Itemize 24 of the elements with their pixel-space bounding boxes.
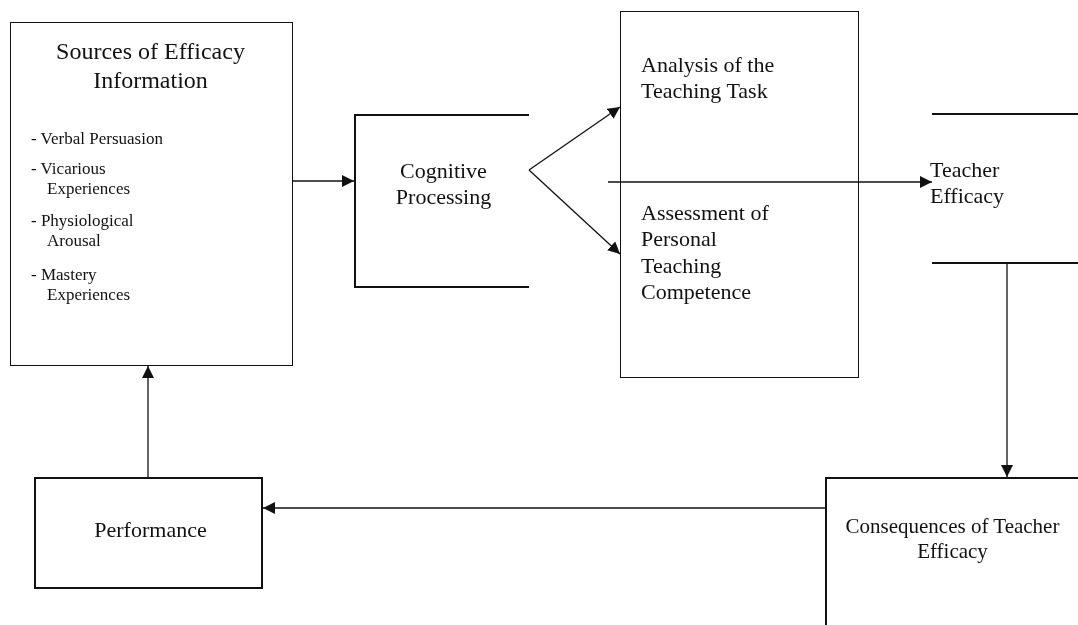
arrow: [142, 365, 154, 478]
node-label: Consequences of Teacher Efficacy: [845, 514, 1060, 565]
process-box: [354, 114, 529, 288]
process-box: [34, 477, 263, 589]
list-item: - Mastery Experiences: [31, 265, 132, 306]
arrow: [528, 169, 621, 255]
node-label: Assessment of Personal Teaching Competence: [641, 200, 770, 306]
node-label: Performance: [93, 517, 208, 544]
arrow: [528, 106, 621, 171]
outcome-box: [932, 113, 1078, 264]
arrow: [1001, 263, 1013, 478]
node-label: Teacher Efficacy: [930, 157, 1006, 210]
process-box: [620, 11, 859, 378]
node-label: Sources of Efficacy Information: [55, 37, 246, 95]
arrow: [262, 502, 826, 514]
source-box: [10, 22, 293, 366]
outcome-box: [825, 477, 1078, 625]
list-item: - Physiological Arousal: [31, 211, 135, 252]
arrow: [607, 176, 933, 188]
list-item: - Verbal Persuasion: [31, 129, 164, 150]
list-item: - Vicarious Experiences: [31, 159, 132, 200]
arrow: [292, 175, 355, 187]
node-label: Analysis of the Teaching Task: [641, 52, 776, 105]
node-label: Cognitive Processing: [394, 158, 493, 211]
